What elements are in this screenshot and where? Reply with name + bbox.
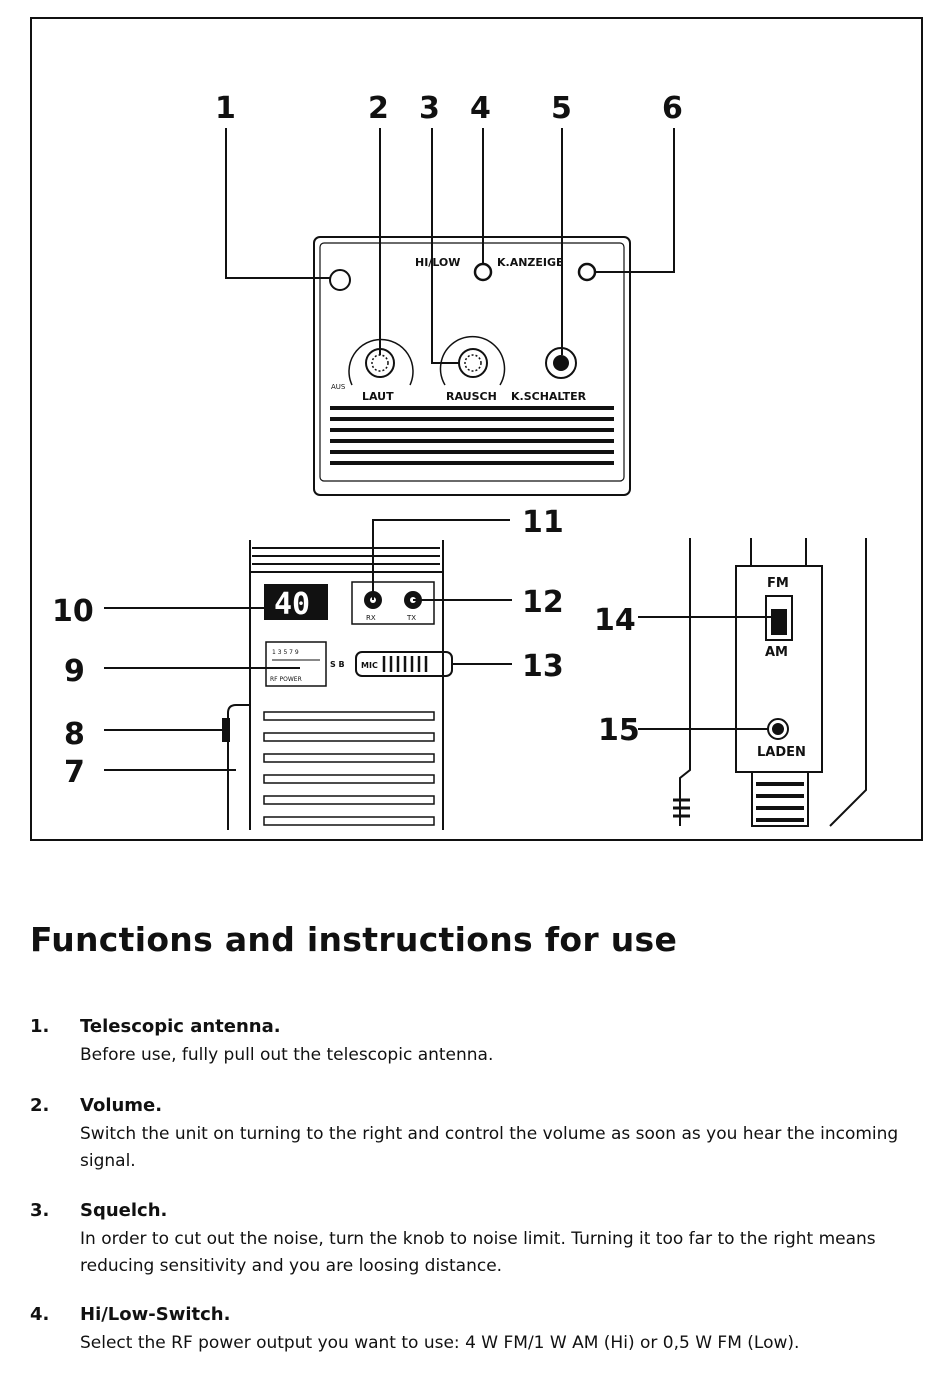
front-speaker-slots	[263, 711, 435, 826]
callout-13: 13	[522, 649, 564, 684]
callout-6: 6	[662, 91, 683, 126]
item-text: In order to cut out the noise, turn the …	[80, 1229, 876, 1276]
item-heading: Volume.	[80, 1095, 163, 1116]
squelch-knob-icon	[439, 335, 506, 386]
callout-8: 8	[64, 717, 85, 752]
rx-label: RX	[366, 614, 376, 622]
item-text: Before use, fully pull out the telescopi…	[80, 1045, 494, 1065]
item-number: 2.	[30, 1095, 50, 1116]
k-anzeige-label: K.ANZEIGE	[497, 256, 564, 269]
diagram-frame	[30, 17, 923, 841]
side-ptt-icon	[227, 704, 250, 830]
item-heading: Squelch.	[80, 1200, 168, 1221]
fm-label: FM	[767, 576, 789, 591]
side-callout-lines	[638, 616, 772, 730]
laden-label: LADEN	[757, 745, 806, 760]
channel-display-button-icon	[577, 262, 597, 282]
sb-label: S B	[330, 660, 345, 669]
front-callout-lines	[104, 519, 512, 771]
item-number: 3.	[30, 1200, 50, 1221]
callout-15: 15	[598, 713, 640, 748]
item-number: 4.	[30, 1304, 50, 1325]
rausch-label: RAUSCH	[446, 390, 497, 403]
item-number: 1.	[30, 1016, 50, 1037]
speaker-grille	[330, 406, 614, 465]
callout-3: 3	[419, 91, 440, 126]
channel-display-digits: 40	[274, 587, 310, 622]
antenna-socket-icon	[329, 269, 351, 291]
tx-label: TX	[406, 614, 416, 622]
top-callout-lines	[225, 128, 675, 364]
callout-5: 5	[551, 91, 572, 126]
top-panel: HI/LOW K.ANZEIGE AUS LAUT RAUSCH K.SCHAL…	[313, 236, 631, 496]
side-view	[673, 538, 867, 827]
laut-label: LAUT	[362, 390, 394, 403]
callout-9: 9	[64, 654, 85, 689]
k-schalter-label: K.SCHALTER	[511, 390, 587, 403]
item-text: Switch the unit on turning to the right …	[80, 1124, 899, 1171]
page-title: Functions and instructions for use	[30, 920, 678, 959]
hi-low-label: HI/LOW	[415, 256, 460, 269]
callout-4: 4	[470, 91, 491, 126]
device-diagram: HI/LOW K.ANZEIGE AUS LAUT RAUSCH K.SCHAL…	[30, 17, 923, 841]
meter-label: RF POWER	[270, 676, 302, 683]
item-heading: Hi/Low-Switch.	[80, 1304, 231, 1325]
item-text: Select the RF power output you want to u…	[80, 1333, 800, 1353]
mic-label: MIC	[361, 661, 378, 670]
callout-12: 12	[522, 585, 564, 620]
callout-7: 7	[64, 755, 85, 790]
callout-11: 11	[522, 505, 564, 540]
callout-1: 1	[215, 91, 236, 126]
item-heading: Telescopic antenna.	[80, 1016, 281, 1037]
callout-14: 14	[594, 603, 636, 638]
am-label: AM	[765, 645, 788, 660]
front-view: 40 RX TX 1 3 5 7 9 RF POWER S B MIC	[222, 540, 453, 830]
aus-label: AUS	[331, 383, 346, 391]
channel-display	[264, 584, 328, 620]
callout-2: 2	[368, 91, 389, 126]
meter-scale: 1 3 5 7 9	[272, 649, 299, 656]
callout-10: 10	[52, 594, 94, 629]
signal-meter	[265, 641, 327, 687]
hi-low-switch-icon	[473, 262, 493, 282]
